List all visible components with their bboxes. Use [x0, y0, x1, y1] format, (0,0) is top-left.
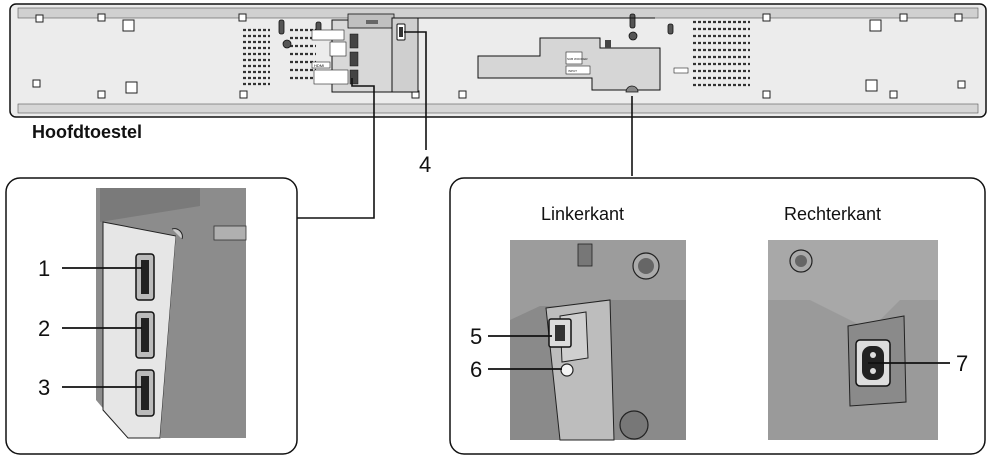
- main-unit: HDMI SUB WOOFER INPUT: [9, 3, 987, 118]
- leader-lines: [296, 31, 633, 219]
- unit-sub-label: SUB WOOFER: [567, 57, 588, 61]
- unit-input-label: INPUT: [568, 69, 577, 73]
- callout-1: 1: [38, 256, 50, 281]
- rear-panel: SUB WOOFER INPUT: [418, 17, 689, 93]
- hdmi-port-1: [135, 253, 155, 301]
- callout-2: 2: [38, 316, 50, 341]
- callout-6: 6: [470, 357, 482, 382]
- led-indicator: [560, 363, 574, 377]
- left-side-caption: Linkerkant: [541, 204, 624, 224]
- unit-bottom-edge: [17, 103, 979, 114]
- vent-right: [693, 20, 750, 87]
- callout-4: 4: [419, 152, 431, 177]
- leader-hdmi: [296, 78, 375, 219]
- hdmi-port-2: [135, 311, 155, 359]
- unit-title: Hoofdtoestel: [32, 122, 142, 142]
- left-side-image: 5 6: [470, 240, 686, 441]
- callout-5: 5: [470, 324, 482, 349]
- hdmi-port-3: [135, 369, 155, 417]
- unit-top-edge: [17, 7, 979, 19]
- vent-left: [243, 28, 316, 86]
- callout-7: 7: [956, 351, 968, 376]
- unit-screws: [32, 13, 966, 99]
- usb-bay: [391, 17, 419, 93]
- right-side-image: 7: [768, 240, 968, 440]
- unit-hdmi-label: HDMI: [314, 63, 324, 68]
- callout-3: 3: [38, 375, 50, 400]
- leader-usb: [404, 31, 427, 150]
- hdmi-detail-panel: 1 2 3: [5, 177, 298, 455]
- sides-detail-panel: Linkerkant Rechterkant 5 6: [449, 177, 986, 455]
- wall-mount-holes: [278, 13, 674, 49]
- hdmi-bay: HDMI: [311, 13, 395, 93]
- right-side-caption: Rechterkant: [784, 204, 881, 224]
